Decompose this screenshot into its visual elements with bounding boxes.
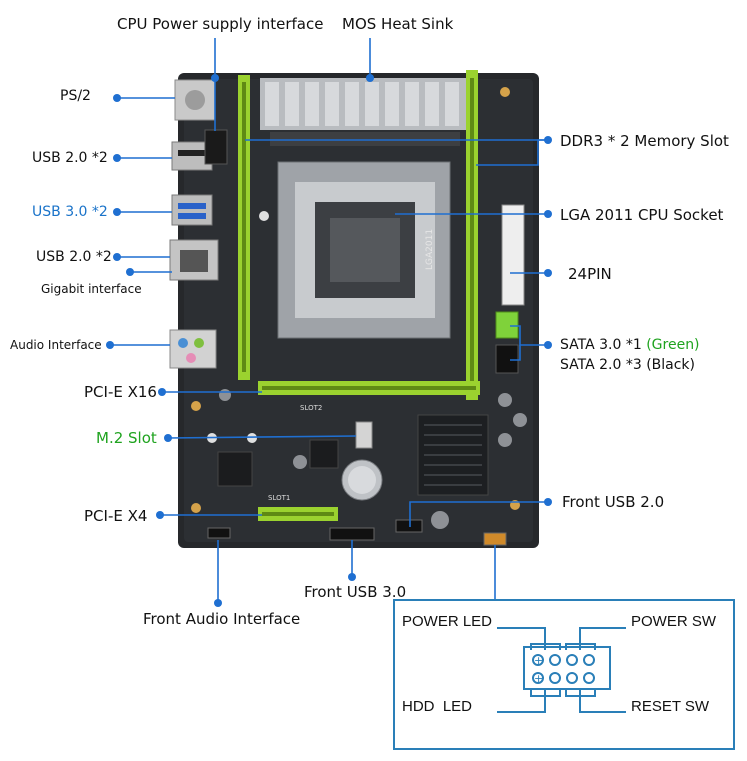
ps2-label: PS/2	[60, 88, 91, 104]
cpu-socket-silk-text: LGA2011	[425, 229, 435, 270]
usb3-port-slot	[178, 203, 206, 209]
power-led-label: POWER LED	[402, 613, 493, 630]
hdd-led-label: HDD LED	[402, 698, 473, 715]
atx-24pin-connector	[501, 204, 525, 306]
sata20-ports	[495, 344, 519, 374]
front-panel-pins	[532, 654, 595, 684]
lan-port-opening	[180, 250, 208, 272]
mos-heatsink-label: MOS Heat Sink	[342, 15, 454, 33]
usb-port-icon	[171, 194, 213, 226]
super-io-chip	[217, 451, 253, 487]
cpu-power-connector	[204, 129, 228, 165]
sata30-green-text: (Green)	[646, 337, 700, 353]
usb20-rear-label: USB 2.0 *2	[32, 150, 108, 166]
sata30-label: SATA 3.0 *1 (Green)	[560, 336, 700, 354]
leader-lines	[110, 38, 548, 603]
heatsink-icon	[260, 78, 470, 130]
vrm-chokes	[270, 132, 460, 146]
m2-slot-label: M.2 Slot	[96, 429, 157, 447]
usb20-lan-label: USB 2.0 *2	[36, 249, 112, 265]
hdd-led-plus: +	[534, 672, 543, 685]
front-audio-label: Front Audio Interface	[143, 610, 301, 628]
m2-slot	[355, 421, 373, 449]
ddr3-slot-right-inner	[470, 78, 474, 392]
lga2011-label: LGA 2011 CPU Socket	[560, 206, 724, 224]
pch-chip	[309, 439, 339, 469]
pcie-x16-label: PCI-E X16	[84, 383, 157, 401]
sata30-port	[495, 311, 519, 339]
chipset-heatsink-fins	[424, 424, 482, 486]
audio-jack-hole	[186, 353, 196, 363]
front-usb20-header	[395, 519, 423, 533]
gigabit-label: Gigabit interface	[41, 282, 142, 296]
front-panel-box	[393, 599, 735, 750]
audio-jack-hole	[194, 338, 204, 348]
sata20-label: SATA 2.0 *3 (Black)	[560, 357, 696, 373]
ps2-port-hole	[185, 90, 205, 110]
mounting-holes	[191, 87, 520, 513]
front-panel-brackets	[497, 627, 626, 713]
front-audio-header	[207, 527, 231, 539]
audio-jack-hole	[178, 338, 188, 348]
audio-label: Audio Interface	[10, 338, 102, 352]
slot1-silk-text: SLOT1	[268, 494, 290, 502]
cpu-power-label: CPU Power supply interface	[117, 15, 324, 33]
power-sw-label: POWER SW	[631, 613, 716, 630]
front-panel-header	[483, 532, 507, 546]
usb3-port-slot	[178, 213, 206, 219]
front-usb20-label: Front USB 2.0	[562, 493, 665, 511]
pin24-label: 24PIN	[568, 265, 612, 283]
slot2-silk-text: SLOT2	[300, 404, 322, 412]
cmos-battery-face	[348, 466, 376, 494]
pcie-x4-label: PCI-E X4	[84, 507, 148, 525]
front-usb30-label: Front USB 3.0	[304, 583, 407, 601]
usb-port-slot	[178, 150, 206, 156]
pcie-x16-slot-groove	[262, 386, 476, 390]
pcie-x4-slot-groove	[262, 512, 334, 516]
leader-dots	[106, 74, 552, 607]
cpu-socket-pins	[330, 218, 400, 282]
usb30-rear-label: USB 3.0 *2	[32, 204, 108, 220]
reset-sw-label: RESET SW	[631, 698, 710, 715]
power-led-plus: +	[534, 654, 543, 667]
ddr3-slot-left-inner	[242, 82, 246, 372]
front-usb30-header	[329, 527, 375, 541]
sata30-label-text: SATA 3.0 *1	[560, 337, 647, 353]
ddr3-label: DDR3 * 2 Memory Slot	[560, 132, 729, 150]
